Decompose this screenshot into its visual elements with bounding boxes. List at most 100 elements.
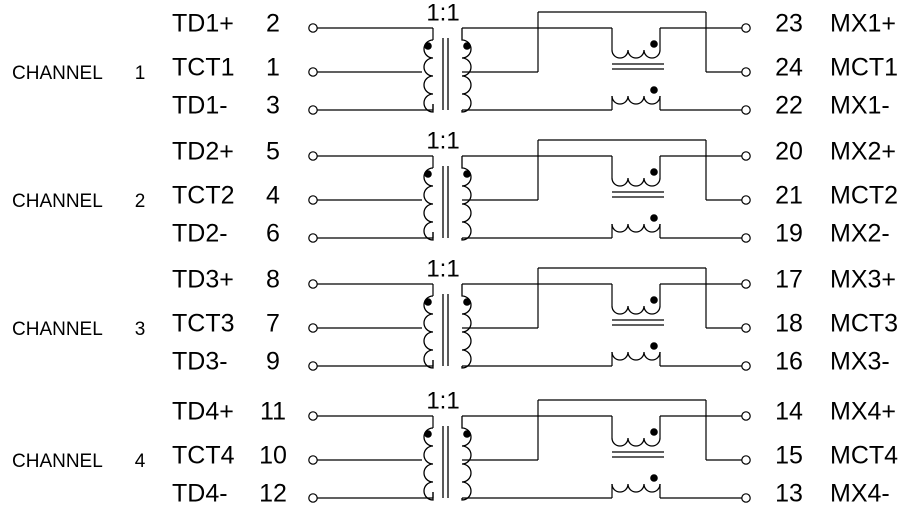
turns-ratio-label: 1:1 <box>426 387 459 414</box>
choke-upper-dot <box>650 40 658 48</box>
turns-ratio-label: 1:1 <box>426 255 459 282</box>
right-terminal-pin <box>741 493 751 503</box>
right-pin-number: 15 <box>775 442 803 470</box>
right-pin-number: 22 <box>775 92 803 120</box>
channel-number: 1 <box>135 63 146 84</box>
left-terminal-pin <box>308 105 318 115</box>
right-terminal-pin <box>741 455 751 465</box>
right-terminal-pin <box>741 323 751 333</box>
left-signal-name: TD4- <box>172 480 228 508</box>
left-signal-name: TCT2 <box>172 182 235 210</box>
right-terminal-pin <box>741 105 751 115</box>
choke-upper-dot <box>650 428 658 436</box>
turns-ratio-label: 1:1 <box>426 0 459 26</box>
choke-lower-dot <box>650 474 658 482</box>
choke-lower-dot <box>650 214 658 222</box>
left-pin-number: 2 <box>266 10 280 38</box>
choke-lower-winding <box>611 95 661 105</box>
right-terminal-pin <box>741 151 751 161</box>
left-terminal-pin <box>308 455 318 465</box>
right-terminal-pin <box>741 233 751 243</box>
secondary-polarity-dot <box>463 430 471 438</box>
right-terminal-pin <box>741 67 751 77</box>
left-terminal-pin <box>308 279 318 289</box>
left-signal-name: TCT3 <box>172 310 235 338</box>
left-pin-number: 12 <box>259 480 287 508</box>
left-pin-number: 10 <box>259 442 287 470</box>
channel-label: CHANNEL <box>12 191 103 212</box>
left-signal-name: TD1+ <box>172 10 234 38</box>
right-pin-number: 19 <box>775 220 803 248</box>
channel-label: CHANNEL <box>12 319 103 340</box>
right-signal-name: MX1+ <box>830 10 896 38</box>
turns-ratio-label: 1:1 <box>426 127 459 154</box>
right-pin-number: 14 <box>775 398 803 426</box>
primary-polarity-dot <box>424 430 432 438</box>
right-terminal-pin <box>741 23 751 33</box>
right-terminal-pin <box>741 195 751 205</box>
right-pin-number: 20 <box>775 138 803 166</box>
right-signal-name: MX2- <box>830 220 890 248</box>
choke-lower-dot <box>650 342 658 350</box>
right-pin-number: 21 <box>775 182 803 210</box>
right-signal-name: MCT3 <box>830 310 898 338</box>
secondary-polarity-dot <box>463 170 471 178</box>
right-pin-number: 23 <box>775 10 803 38</box>
left-terminal-pin <box>308 361 318 371</box>
left-terminal-pin <box>308 195 318 205</box>
right-signal-name: MX2+ <box>830 138 896 166</box>
left-signal-name: TCT4 <box>172 442 235 470</box>
primary-winding <box>423 427 434 501</box>
choke-lower-winding <box>611 223 661 233</box>
choke-lower-winding <box>611 483 661 493</box>
right-signal-name: MX3- <box>830 348 890 376</box>
choke-upper-winding <box>611 437 661 447</box>
choke-upper-dot <box>650 296 658 304</box>
left-signal-name: TD3- <box>172 348 228 376</box>
left-pin-number: 11 <box>260 398 286 426</box>
left-pin-number: 1 <box>266 54 280 82</box>
left-signal-name: TD4+ <box>172 398 234 426</box>
secondary-winding <box>461 156 472 241</box>
left-terminal-pin <box>308 23 318 33</box>
left-terminal-pin <box>308 493 318 503</box>
right-signal-name: MCT1 <box>830 54 898 82</box>
primary-winding <box>423 295 434 369</box>
right-signal-name: MX1- <box>830 92 890 120</box>
right-pin-number: 16 <box>775 348 803 376</box>
choke-lower-dot <box>650 86 658 94</box>
left-pin-number: 5 <box>266 138 280 166</box>
right-pin-number: 24 <box>775 54 803 82</box>
primary-polarity-dot <box>424 170 432 178</box>
right-terminal-pin <box>741 411 751 421</box>
choke-upper-dot <box>650 168 658 176</box>
right-signal-name: MX4- <box>830 480 890 508</box>
left-pin-number: 4 <box>266 182 280 210</box>
left-signal-name: TD2+ <box>172 138 234 166</box>
right-terminal-pin <box>741 279 751 289</box>
left-pin-number: 3 <box>266 92 280 120</box>
primary-polarity-dot <box>424 298 432 306</box>
left-terminal-pin <box>308 67 318 77</box>
left-terminal-pin <box>308 411 318 421</box>
right-signal-name: MX3+ <box>830 266 896 294</box>
secondary-polarity-dot <box>463 298 471 306</box>
left-pin-number: 6 <box>266 220 280 248</box>
right-signal-name: MX4+ <box>830 398 896 426</box>
secondary-winding <box>461 28 472 113</box>
left-pin-number: 8 <box>266 266 280 294</box>
left-terminal-pin <box>308 233 318 243</box>
right-pin-number: 18 <box>775 310 803 338</box>
left-signal-name: TCT1 <box>172 54 235 82</box>
right-signal-name: MCT4 <box>830 442 898 470</box>
choke-upper-winding <box>611 305 661 315</box>
channel-number: 2 <box>135 191 146 212</box>
choke-upper-winding <box>611 177 661 187</box>
left-terminal-pin <box>308 151 318 161</box>
primary-winding <box>423 39 434 113</box>
left-terminal-pin <box>308 323 318 333</box>
secondary-winding <box>461 416 472 501</box>
left-pin-number: 7 <box>266 310 280 338</box>
right-pin-number: 13 <box>775 480 803 508</box>
left-pin-number: 9 <box>266 348 280 376</box>
